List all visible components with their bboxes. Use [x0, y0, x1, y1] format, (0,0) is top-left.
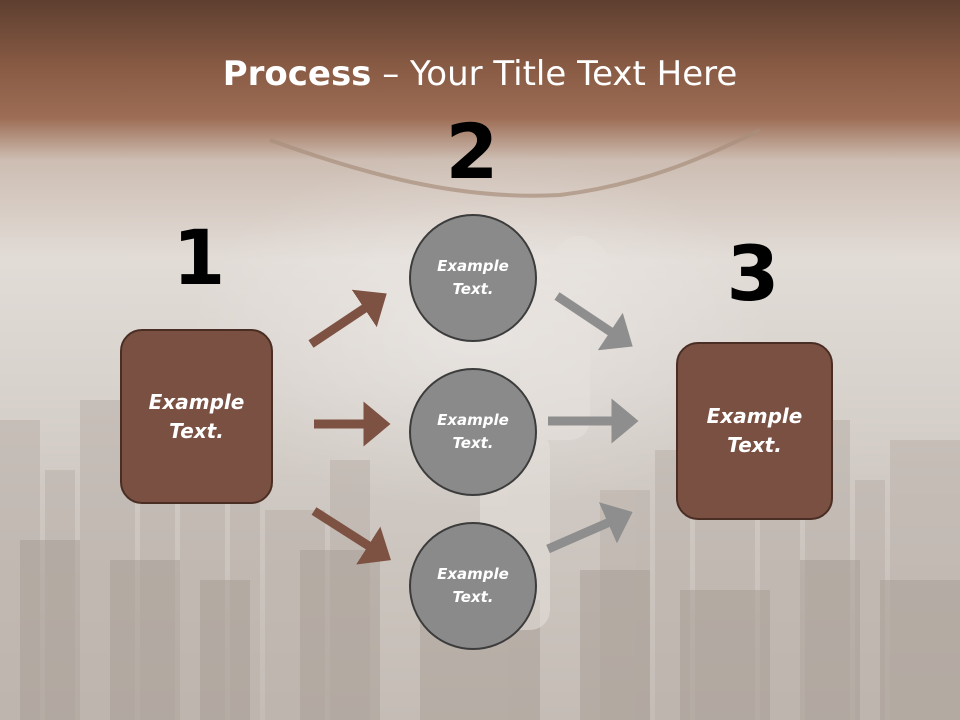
- left-process-box[interactable]: Example Text.: [120, 329, 273, 504]
- slide-title: Process – Your Title Text Here: [0, 52, 960, 96]
- right-process-box[interactable]: Example Text.: [676, 342, 833, 520]
- step-number-3: 3: [726, 229, 780, 318]
- arrow-top-to-right: [554, 292, 633, 351]
- step-number-2: 2: [445, 107, 499, 196]
- arrow-left-to-top: [308, 289, 387, 348]
- step-number-1: 1: [172, 213, 226, 302]
- title-bold: Process: [222, 54, 372, 94]
- title-rest: – Your Title Text Here: [371, 54, 738, 94]
- circle-bottom-label: Example Text.: [437, 565, 509, 606]
- right-box-label: Example Text.: [706, 404, 803, 457]
- process-circle-top[interactable]: Example Text.: [409, 214, 537, 342]
- left-box-label: Example Text.: [148, 389, 245, 443]
- arrow-bottom-to-right: [546, 502, 633, 554]
- circle-middle-label: Example Text.: [437, 411, 509, 452]
- circle-top-label: Example Text.: [437, 257, 509, 298]
- arrow-left-to-bottom: [311, 507, 391, 565]
- process-circle-bottom[interactable]: Example Text.: [409, 522, 537, 650]
- process-circle-middle[interactable]: Example Text.: [409, 368, 537, 496]
